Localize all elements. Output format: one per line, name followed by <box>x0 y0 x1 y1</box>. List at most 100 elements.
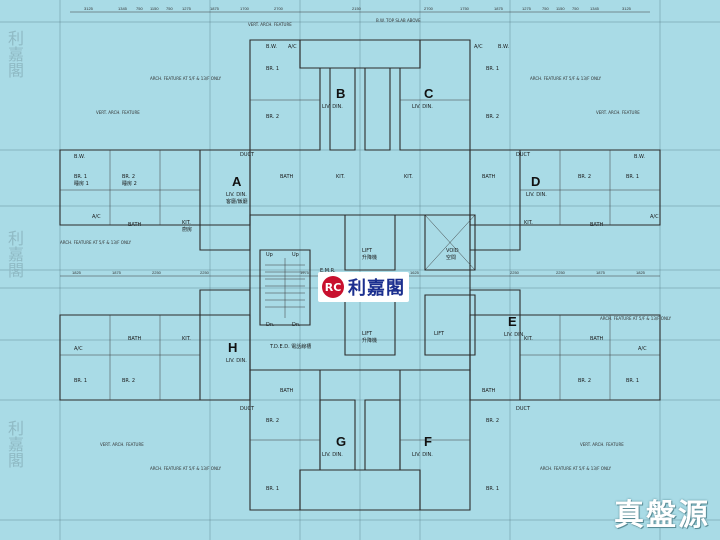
dim-top-18: 3125 <box>622 6 632 11</box>
room-ac-e: A/C <box>638 346 647 352</box>
room-lift-right: LIFT <box>434 331 445 337</box>
room-kit-a: KIT. <box>182 220 191 226</box>
room-liv-din-d: LIV. DIN. <box>526 192 547 198</box>
dim-mid-3: 2250 <box>200 270 210 275</box>
room-br2-c: BR. 2 <box>486 114 499 120</box>
room-void-zh: 空間 <box>446 254 456 261</box>
room-liv-din-a-zh: 客廳/飯廳 <box>226 198 248 205</box>
room-bath-b: BATH <box>280 174 294 180</box>
room-br2-d: BR. 2 <box>578 174 591 180</box>
room-bath-f: BATH <box>482 388 496 394</box>
annotations: VERT. ARCH. FEATURE B.W. TOP SLAB ABOVE … <box>60 18 672 471</box>
room-br1-a-zh: 睡房 1 <box>74 180 89 187</box>
room-br2-f: BR. 2 <box>486 418 499 424</box>
room-duct-d: DUCT <box>516 152 531 158</box>
dim-top-11: 1750 <box>460 6 470 11</box>
dim-top-13: 1275 <box>522 6 532 11</box>
dim-top-6: 1875 <box>210 6 220 11</box>
room-ac-d: A/C <box>650 214 659 220</box>
dim-top-3: 1150 <box>150 6 159 11</box>
dim-top-1: 1345 <box>118 6 128 11</box>
room-br2-g: BR. 2 <box>266 418 279 424</box>
room-duct-a: DUCT <box>240 152 255 158</box>
room-br1-c: BR. 1 <box>486 66 499 72</box>
room-liv-din-b: LIV. DIN. <box>322 104 343 110</box>
room-kit-e: KIT. <box>524 336 533 342</box>
unit-label-b: B <box>336 86 345 101</box>
dim-mid-2: 2250 <box>152 270 162 275</box>
room-kit-a-zh: 廚房 <box>182 226 192 233</box>
room-lift-upper-zh: 升降機 <box>362 254 377 261</box>
unit-label-f: F <box>424 434 432 449</box>
unit-label-e: E <box>508 314 517 329</box>
room-duct-e: DUCT <box>516 406 531 412</box>
room-bath-h: BATH <box>128 336 142 342</box>
room-emr: E.M.R. <box>320 268 336 274</box>
side-watermark-mid: 利嘉閣 <box>5 230 24 278</box>
room-br1-g: BR. 1 <box>266 486 279 492</box>
room-br2-a-zh: 睡房 2 <box>122 180 137 187</box>
dim-top-10: 2700 <box>424 6 434 11</box>
room-br1-d: BR. 1 <box>626 174 639 180</box>
room-ac-h: A/C <box>74 346 83 352</box>
room-br1-h: BR. 1 <box>74 378 87 384</box>
unit-label-g: G <box>336 434 346 449</box>
dim-mid-6: 2250 <box>510 270 520 275</box>
room-lift-lower: LIFT <box>362 331 373 337</box>
room-br2-a: BR. 2 <box>122 174 135 180</box>
dim-top-9: 2150 <box>352 6 362 11</box>
dim-top-15: 1150 <box>556 6 565 11</box>
room-br1-a: BR. 1 <box>74 174 87 180</box>
dim-top-14: 750 <box>542 6 549 11</box>
dim-top-16: 750 <box>572 6 579 11</box>
annotation-arch-floor-bottom-left: ARCH. FEATURE AT 5/F & 13/F ONLY <box>150 466 222 471</box>
room-ac-c: A/C <box>474 44 483 50</box>
room-bath-c: BATH <box>482 174 496 180</box>
room-br1-b: BR. 1 <box>266 66 279 72</box>
unit-label-c: C <box>424 86 434 101</box>
room-liv-din-h: LIV. DIN. <box>226 358 247 364</box>
dim-top-2: 750 <box>136 6 143 11</box>
annotation-arch-floor-left: ARCH. FEATURE AT 5/F & 13/F ONLY <box>150 76 222 81</box>
room-kit-c: KIT. <box>404 174 413 180</box>
room-bw-d: B.W. <box>634 154 645 160</box>
room-liv-din-a: LIV. DIN. <box>226 192 247 198</box>
room-br1-f: BR. 1 <box>486 486 499 492</box>
room-br2-h: BR. 2 <box>122 378 135 384</box>
room-bath-d: BATH <box>590 222 604 228</box>
dim-mid-0: 1825 <box>72 270 82 275</box>
room-liv-din-e: LIV. DIN. <box>504 332 525 338</box>
room-duct-h: DUCT <box>240 406 255 412</box>
annotation-arch-feature-right: VERT. ARCH. FEATURE <box>596 110 640 115</box>
dim-mid-7: 2250 <box>556 270 566 275</box>
watermark-text: 真盤源 <box>614 498 710 533</box>
dim-mid-8: 1875 <box>596 270 606 275</box>
room-bw-a: B.W. <box>74 154 85 160</box>
room-tded: T.D.E.D. 電話線槽 <box>269 343 311 350</box>
logo-text: 利嘉閣 <box>348 278 405 299</box>
annotation-arch-floor-right: ARCH. FEATURE AT 5/F & 13/F ONLY <box>530 76 602 81</box>
room-lift-upper: LIFT <box>362 248 373 254</box>
unit-label-a: A <box>232 174 242 189</box>
room-liv-din-g: LIV. DIN. <box>322 452 343 458</box>
annotation-arch-feature-left: VERT. ARCH. FEATURE <box>96 110 140 115</box>
room-lift-lower-zh: 升降機 <box>362 337 377 344</box>
annotation-arch-floor-right-low: ARCH. FEATURE AT 5/F & 13/F ONLY <box>600 316 672 321</box>
dim-mid-4: 1975 <box>300 270 310 275</box>
dim-mid-1: 1875 <box>112 270 122 275</box>
annotation-arch-floor-bottom-right: ARCH. FEATURE AT 5/F & 13/F ONLY <box>540 466 612 471</box>
unit-label-h: H <box>228 340 237 355</box>
room-void: VOID <box>446 248 459 254</box>
annotation-arch-feature-top: VERT. ARCH. FEATURE <box>248 22 292 27</box>
annotation-arch-floor-left-low: ARCH. FEATURE AT 5/F & 13/F ONLY <box>60 240 132 245</box>
room-br1-e: BR. 1 <box>626 378 639 384</box>
dim-top-17: 1345 <box>590 6 600 11</box>
room-liv-din-c: LIV. DIN. <box>412 104 433 110</box>
dim-top-7: 1700 <box>240 6 250 11</box>
room-bath-e: BATH <box>590 336 604 342</box>
side-watermark-top: 利嘉閣 <box>5 30 24 78</box>
brand-logo: RC 利嘉閣 <box>318 272 409 302</box>
room-bw-c: B.W. <box>498 44 509 50</box>
